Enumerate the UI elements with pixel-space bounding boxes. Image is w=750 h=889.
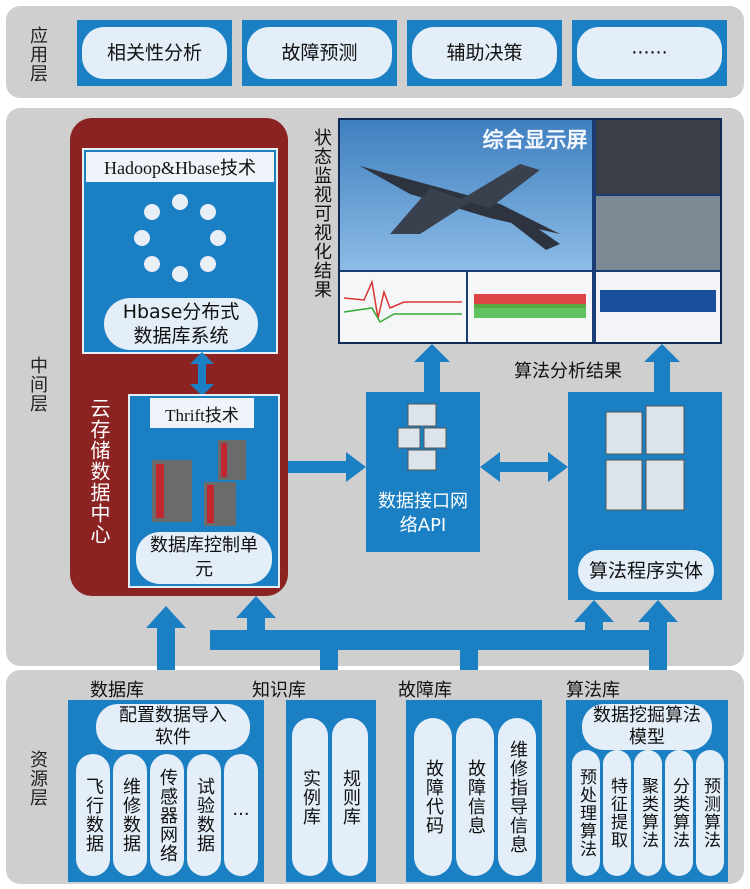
app-item-correlation[interactable]: 相关性分析: [77, 20, 232, 86]
fighter-jet-icon: [360, 164, 560, 250]
bus-to-center-arrow-2: [236, 596, 276, 640]
config-import-software: 配置数据导入软件: [96, 704, 250, 750]
algo-item-cluster: 聚类算法: [634, 750, 662, 876]
algo-item-preprocess: 预处理算法: [572, 750, 600, 876]
hbase-cluster-icon: [134, 194, 226, 282]
api-algorithm-arrow: [480, 452, 568, 482]
algo-item-feature: 特征提取: [603, 750, 631, 876]
algorithm-to-screen-arrow: [644, 344, 680, 394]
server-rack-icon: [152, 440, 246, 526]
application-layer-label: 应用层: [27, 25, 48, 83]
database-label: 数据库: [90, 680, 144, 701]
data-api-label: 数据接口网络API: [378, 491, 468, 536]
api-to-screen-arrow: [414, 344, 450, 394]
algorithm-entity: 算法程序实体: [578, 550, 714, 592]
app-item-more[interactable]: ······: [572, 20, 727, 86]
algo-lib-label: 算法库: [566, 680, 620, 701]
knowledge-item-case: 实例库: [292, 718, 328, 876]
software-banner: [600, 290, 716, 312]
db-item-maintenance: 维修数据: [113, 754, 147, 876]
bus-to-algorithm-arrow-1: [574, 600, 614, 640]
screen-cockpit-panel: [596, 120, 720, 194]
knowledge-item-rule: 规则库: [332, 718, 368, 876]
algorithm-server-icon: [605, 405, 685, 511]
algo-item-predict: 预测算法: [696, 750, 724, 876]
db-item-test: 试验数据: [187, 754, 221, 876]
algo-item-classify: 分类算法: [665, 750, 693, 876]
fault-item-info: 故障信息: [456, 718, 494, 876]
thrift-title: Thrift技术: [150, 398, 254, 428]
hadoop-title: Hadoop&Hbase技术: [86, 152, 274, 182]
db-item-flight: 飞行数据: [76, 754, 110, 876]
app-item-decision[interactable]: 辅助决策: [407, 20, 562, 86]
db-control-unit: 数据库控制单元: [136, 532, 272, 584]
fault-item-code: 故障代码: [414, 718, 452, 876]
hadoop-thrift-arrow: [190, 352, 214, 396]
resource-layer-label: 资源层: [27, 749, 48, 807]
db-item-more: ···: [224, 754, 258, 876]
hbase-system: Hbase分布式数据库系统: [104, 298, 258, 350]
data-mining-model: 数据挖掘算法模型: [582, 704, 712, 750]
monitor-label: 状态监视可视化结果: [311, 128, 332, 299]
fault-label: 故障库: [398, 680, 452, 701]
algorithm-result-label: 算法分析结果: [514, 361, 622, 382]
api-server-icon: [397, 403, 447, 471]
waveform-chart-icon: [344, 279, 462, 324]
db-item-sensor: 传感器网络: [150, 754, 184, 876]
center-to-api-arrow: [288, 452, 366, 482]
middle-layer-label: 中间层: [27, 355, 48, 413]
cloud-center-label: 云存储数据中心: [87, 398, 111, 545]
app-item-prediction[interactable]: 故障预测: [242, 20, 397, 86]
fault-item-guide: 维修指导信息: [498, 718, 536, 876]
screen-title: 综合显示屏: [482, 128, 588, 152]
data-bus: [210, 630, 650, 650]
screen-chart-panel-1: [340, 272, 466, 342]
screen-equipment-panel: [596, 196, 720, 270]
knowledge-label: 知识库: [252, 680, 306, 701]
noise-chart-icon: [474, 294, 586, 318]
